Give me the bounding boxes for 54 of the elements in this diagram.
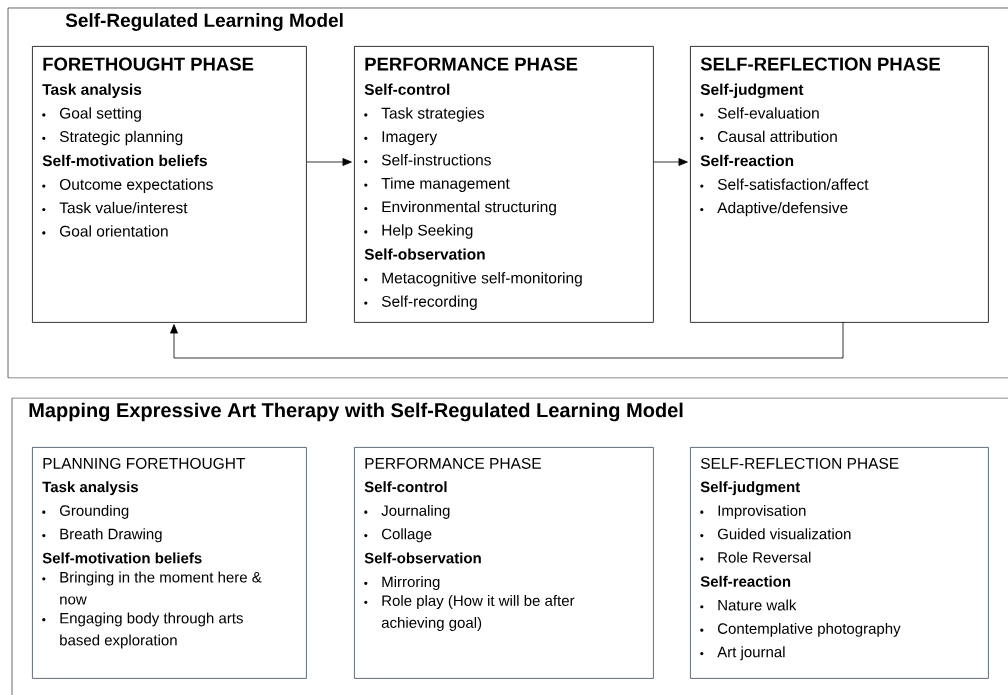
bullet-item: Role play (How it will be after achieving goal) xyxy=(364,594,575,631)
bullet-item: Adaptive/defensive xyxy=(700,201,848,217)
subheading: Self-reaction xyxy=(700,575,791,587)
bullet-item: Guided visualization xyxy=(700,528,851,540)
bullet-item: Role Reversal xyxy=(700,551,811,563)
bullet-item: Goal setting xyxy=(42,107,141,122)
phase-heading: SELF-REFLECTION PHASE xyxy=(700,457,899,469)
bullet-item: Time management xyxy=(364,177,510,192)
subheading: Self-judgment xyxy=(700,481,801,496)
phase-heading: FORETHOUGHT PHASE xyxy=(43,57,254,71)
bullet-item: Engaging body through arts based exploration xyxy=(42,612,243,649)
bullet-item: Self-evaluation xyxy=(700,107,819,119)
panel-title: Mapping Expressive Art Therapy with Self-Regulated Learning Model xyxy=(29,402,683,422)
phase-heading: PERFORMANCE PHASE xyxy=(365,57,578,71)
subheading: Self-observation xyxy=(364,552,481,564)
panel-title: Self-Regulated Learning Model xyxy=(65,13,343,31)
bullet-item: Breath Drawing xyxy=(42,528,162,543)
bullet-item: Mirroring xyxy=(364,576,440,591)
bullet-item: Outcome expectations xyxy=(42,178,213,193)
subheading: Self-control xyxy=(364,481,447,493)
bullet-item: Help Seeking xyxy=(364,224,473,239)
bullet-item: Bringing in the moment here & now xyxy=(42,571,262,605)
phase-heading: PERFORMANCE PHASE xyxy=(365,457,541,469)
bullet-item: Nature walk xyxy=(700,599,797,611)
arrow xyxy=(653,158,688,166)
phase-heading: SELF-REFLECTION PHASE xyxy=(700,57,940,71)
bullet-item: Goal orientation xyxy=(42,225,168,237)
bullet-item: Strategic planning xyxy=(42,130,183,146)
subheading: Self-reaction xyxy=(700,154,794,167)
bullet-item: Self-recording xyxy=(364,295,477,310)
bullet-item: Environmental structuring xyxy=(364,200,556,216)
arrow xyxy=(306,158,352,166)
subheading: Task analysis xyxy=(42,83,142,99)
bullet-item: Self-satisfaction/affect xyxy=(700,178,869,190)
bullet-item: Contemplative photography xyxy=(700,622,901,637)
subheading: Self-motivation beliefs xyxy=(42,552,202,564)
bullet-item: Task strategies xyxy=(364,107,484,122)
subheading: Self-observation xyxy=(364,248,485,260)
bullet-item: Art journal xyxy=(700,646,785,661)
arrow xyxy=(170,321,844,359)
subheading: Self-control xyxy=(364,83,450,95)
bullet-item: Collage xyxy=(364,528,432,543)
bullet-item: Imagery xyxy=(364,131,438,146)
bullet-item: Grounding xyxy=(42,504,129,519)
bullet-item: Self-instructions xyxy=(364,154,491,166)
phase-heading: PLANNING FORETHOUGHT xyxy=(43,457,246,469)
subheading: Self-motivation beliefs xyxy=(42,154,207,167)
bullet-item: Metacognitive self-monitoring xyxy=(364,272,582,287)
bullet-item: Improvisation xyxy=(700,504,806,519)
subheading: Task analysis xyxy=(42,481,138,496)
bullet-item: Causal attribution xyxy=(700,130,837,143)
bullet-item: Task value/interest xyxy=(42,201,188,214)
subheading: Self-judgment xyxy=(700,83,804,99)
bullet-item: Journaling xyxy=(364,504,450,519)
